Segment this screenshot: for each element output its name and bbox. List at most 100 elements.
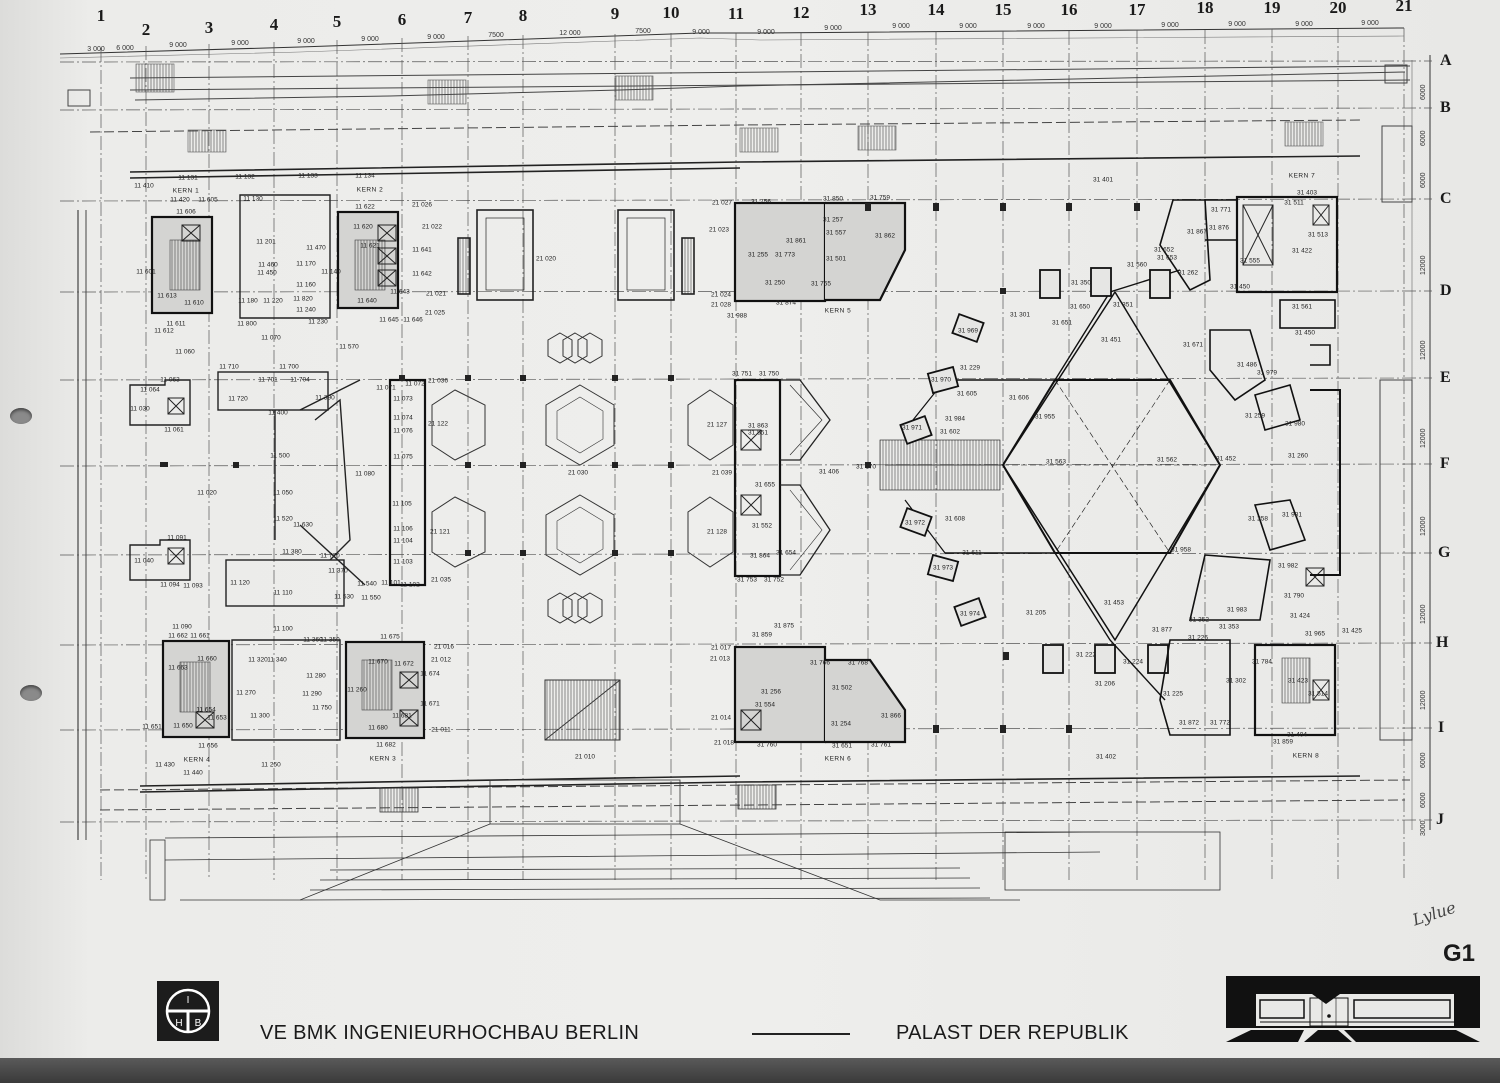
room-number: 11 611 — [166, 320, 186, 328]
room-number: 21 024 — [711, 291, 731, 299]
room-number: 31 859 — [752, 631, 772, 639]
room-number: 31 988 — [727, 312, 747, 320]
room-number: 11 400 — [268, 409, 288, 417]
room-number: 31 850 — [823, 195, 843, 203]
room-number: 11 410 — [134, 182, 154, 190]
room-number: 31 424 — [1290, 612, 1310, 620]
room-number: 11 710 — [219, 363, 239, 371]
room-number: 31 229 — [960, 364, 980, 372]
room-number: 11 061 — [164, 426, 184, 434]
room-number: 31 671 — [1183, 341, 1203, 349]
dimension-text: 9 000 — [1161, 22, 1179, 29]
room-number: 31 205 — [1026, 609, 1046, 617]
grid-column-label: 3 — [204, 18, 214, 37]
room-number: 31 973 — [933, 564, 953, 572]
room-number: 31 790 — [1284, 592, 1304, 600]
room-number: 31 552 — [752, 522, 772, 530]
dimension-text: 6000 — [1420, 172, 1427, 188]
ihb-emblem-icon: I H B — [165, 988, 211, 1034]
room-number: 11 103 — [393, 558, 413, 566]
room-number: 11 080 — [355, 470, 375, 478]
room-number: 11 650 — [173, 722, 193, 730]
room-number: 21 010 — [575, 753, 595, 761]
dimension-text: 12000 — [1420, 516, 1427, 536]
room-number: 31 979 — [1257, 369, 1277, 377]
room-number: 31 958 — [1171, 546, 1191, 554]
room-number: 31 555 — [1240, 257, 1260, 265]
dimension-text: 12000 — [1420, 690, 1427, 710]
room-number: 11 120 — [230, 579, 250, 587]
dimension-text: 3 000 — [87, 46, 105, 53]
room-number: 21 036 — [428, 377, 448, 385]
room-number: 31 353 — [1219, 623, 1239, 631]
room-number: 11 612 — [154, 327, 174, 335]
room-number: 31 450 — [1295, 329, 1315, 337]
room-number: 31 258 — [1248, 515, 1268, 523]
room-number: 31 206 — [1095, 680, 1115, 688]
room-number: 11 520 — [273, 515, 293, 523]
room-number: 31 863 — [748, 422, 768, 430]
room-number: 11 460 — [258, 261, 278, 269]
room-number: 31 486 — [1237, 361, 1257, 369]
grid-column-label: 18 — [1196, 0, 1214, 17]
room-number: 11 610 — [184, 299, 204, 307]
grid-row-label: H — [1436, 634, 1449, 651]
room-number: 31 406 — [819, 468, 839, 476]
room-number: 31 864 — [750, 552, 770, 560]
building-elevation-thumbnail-icon — [1226, 976, 1480, 1042]
room-number: 31 563 — [1046, 458, 1066, 466]
room-number: 31 751 — [732, 370, 752, 378]
room-number: 11 704 — [290, 376, 310, 384]
room-number: 11 642 — [412, 270, 432, 278]
grid-column-label: 14 — [927, 0, 945, 19]
ihb-logo: I H B — [157, 981, 219, 1041]
room-number: 21 035 — [431, 576, 451, 584]
project-name: PALAST DER REPUBLIK — [896, 1022, 1129, 1044]
room-number: 21 128 — [707, 528, 727, 536]
room-number: 21 039 — [712, 469, 732, 477]
room-number: 31 875 — [774, 622, 794, 630]
room-number: 31 971 — [902, 424, 922, 432]
room-number: 31 352 — [1189, 616, 1209, 624]
room-number: 31 513 — [1308, 231, 1328, 239]
room-number: 31 965 — [1305, 630, 1325, 638]
room-number: 11 605 — [198, 196, 218, 204]
room-number: 31 250 — [765, 279, 785, 287]
room-number: 11 050 — [273, 489, 293, 497]
room-number: 11 701 — [258, 376, 278, 384]
dimension-text: 12 000 — [559, 30, 581, 37]
dimension-text: 9 000 — [231, 40, 249, 47]
room-number: 31 866 — [881, 712, 901, 720]
dimension-text: 9 000 — [824, 25, 842, 32]
punch-hole-upper — [10, 408, 32, 424]
room-number: 11 654 — [196, 706, 216, 714]
room-number: 11 370 — [328, 567, 348, 575]
grid-column-label: 7 — [463, 8, 473, 27]
room-number: 11 800 — [237, 320, 257, 328]
room-number: 11 076 — [393, 427, 413, 435]
room-number: 11 606 — [176, 208, 196, 216]
room-number: 11 102 — [400, 581, 420, 589]
room-number: 11 720 — [228, 395, 248, 403]
room-number: 31 226 — [1188, 634, 1208, 642]
room-number: 11 075 — [393, 453, 413, 461]
room-number: 31 611 — [962, 549, 982, 557]
grid-column-label: 6 — [397, 10, 407, 29]
dimension-text: 9 000 — [1295, 21, 1313, 28]
room-number: 11 682 — [376, 741, 396, 749]
dimension-text: 7500 — [488, 32, 504, 39]
grid-row-label: C — [1440, 190, 1452, 207]
room-number: 11 133 — [298, 172, 318, 180]
room-number: 11 140 — [321, 268, 341, 276]
room-number: 11 671 — [420, 700, 440, 708]
grid-column-label: 4 — [269, 15, 279, 34]
room-number: 11 530 — [334, 593, 354, 601]
room-number: 11 770 — [320, 552, 340, 560]
room-number: 31 773 — [775, 251, 795, 259]
room-number: 11 220 — [263, 297, 283, 305]
room-number: 31 772 — [1210, 719, 1230, 727]
grid-row-label: B — [1440, 99, 1451, 116]
room-number: 11 030 — [130, 405, 150, 413]
room-number: 11 550 — [361, 594, 381, 602]
grid-column-label: 10 — [662, 3, 680, 22]
